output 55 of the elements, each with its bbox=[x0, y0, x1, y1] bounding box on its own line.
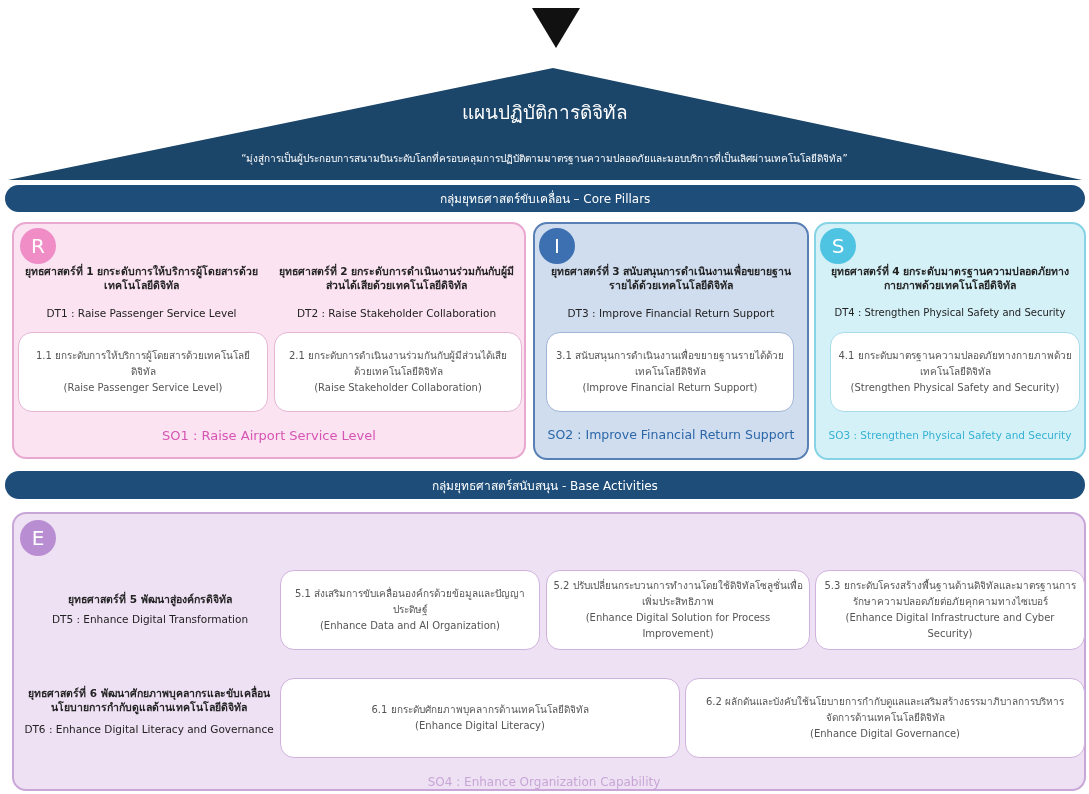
objective-english: (Raise Passenger Service Level) bbox=[63, 381, 223, 395]
strategy-heading: ยุทธศาสตร์ที่ 4 ยกระดับมาตรฐานความปลอดภัยทางกายภาพด้วยเทคโนโลยีดิจิทัล bbox=[829, 264, 1071, 293]
objective-english: (Raise Stakeholder Collaboration) bbox=[314, 381, 482, 395]
objective-english: (Strengthen Physical Safety and Security) bbox=[850, 381, 1060, 395]
dt-label: DT2 : Raise Stakeholder Collaboration bbox=[295, 306, 498, 321]
objective-english: (Enhance Digital Infrastructure and Cyber Security) bbox=[844, 611, 1056, 641]
dt-label: DT1 : Raise Passenger Service Level bbox=[45, 306, 238, 321]
strategy-heading: ยุทธศาสตร์ที่ 3 สนับสนุนการดำเนินงานเพื่อขยายฐานรายได้ด้วยเทคโนโลยีดิจิทัล bbox=[549, 264, 793, 293]
objective-card bbox=[280, 570, 540, 650]
objective-english: (Improve Financial Return Support) bbox=[582, 381, 758, 395]
objective-text: 2.1 ยกระดับการดำเนินงานร่วมกันกับผู้มีส่วนได้เสียด้วยเทคโนโลยีดิจิทัล bbox=[287, 349, 509, 379]
letter-badge: S bbox=[820, 228, 856, 264]
title: แผนปฏิบัติการดิจิทัล bbox=[461, 100, 629, 125]
objective-card bbox=[830, 332, 1080, 412]
quote-text: “มุ่งสู่การเป็นผู้ประกอบการสนามบินระดับโลกที่ครอบคลุมการปฏิบัติตามมาตรฐานความปลอดภัยและมอบบริการที่เป็นเลิศผ่านเทคโนโลยีดิจิทัล” bbox=[240, 152, 849, 166]
objective-text: 1.1 ยกระดับการให้บริการผู้โดยสารด้วยเทคโนโลยีดิจิทัล bbox=[34, 349, 252, 379]
strategy-panel bbox=[814, 222, 1086, 460]
section-band: กลุ่มยุทธศาสตร์สนับสนุน - Base Activities bbox=[5, 471, 1085, 499]
objective-english: (Enhance Digital Solution for Process Improvement) bbox=[584, 611, 772, 641]
objective-card bbox=[815, 570, 1085, 650]
so-label: SO2 : Improve Financial Return Support bbox=[546, 427, 796, 444]
dt-label: DT5 : Enhance Digital Transformation bbox=[50, 612, 250, 627]
dt-label: DT3 : Improve Financial Return Support bbox=[566, 306, 776, 321]
objective-card bbox=[18, 332, 268, 412]
objective-card bbox=[546, 332, 794, 412]
objective-card bbox=[280, 678, 680, 758]
strategy-heading: ยุทธศาสตร์ที่ 1 ยกระดับการให้บริการผู้โดยสารด้วยเทคโนโลยีดิจิทัล bbox=[23, 264, 260, 293]
objective-text: 5.3 ยกระดับโครงสร้างพื้นฐานด้านดิจิทัลและมาตรฐานการรักษาความปลอดภัยต่อภัยคุกคามทางไซเบอร์ bbox=[823, 578, 1077, 610]
letter-badge: E bbox=[20, 520, 56, 556]
letter-badge: R bbox=[20, 228, 56, 264]
objective-english: (Enhance Digital Governance) bbox=[810, 727, 960, 741]
strategy-heading: ยุทธศาสตร์ที่ 2 ยกระดับการดำเนินงานร่วมกันกับผู้มีส่วนได้เสียด้วยเทคโนโลยีดิจิทัล bbox=[277, 264, 516, 293]
strategy-panel bbox=[533, 222, 809, 460]
objective-text: 3.1 สนับสนุนการดำเนินงานเพื่อขยายฐานรายได้ด้วยเทคโนโลยีดิจิทัล bbox=[554, 348, 786, 379]
objective-text: 6.1 ยกระดับศักยภาพบุคลากรด้านเทคโนโลยีดิจิทัล bbox=[371, 703, 589, 718]
objective-english: (Enhance Digital Literacy) bbox=[415, 719, 545, 733]
so-label: SO3 : Strengthen Physical Safety and Security bbox=[827, 428, 1073, 443]
objective-card bbox=[274, 332, 522, 412]
dt-label: DT4 : Strengthen Physical Safety and Security bbox=[833, 306, 1067, 320]
so-label: SO1 : Raise Airport Service Level bbox=[161, 427, 377, 445]
objective-english: (Enhance Data and AI Organization) bbox=[319, 619, 500, 633]
strategy-heading: ยุทธศาสตร์ที่ 5 พัฒนาสู่องค์กรดิจิทัล bbox=[67, 592, 233, 607]
objective-text: 5.2 ปรับเปลี่ยนกระบวนการทำงานโดยใช้ดิจิทัลโซลูชั่นเพื่อเพิ่มประสิทธิภาพ bbox=[553, 578, 803, 609]
strategy-panel bbox=[12, 222, 526, 459]
strategy-heading: ยุทธศาสตร์ที่ 6 พัฒนาศักยภาพบุคลากรและขับเคลื่อนนโยบายการกำกับดูแลด้านเทคโนโลยีดิจิทัล bbox=[27, 686, 271, 715]
dt-label: DT6 : Enhance Digital Literacy and Governance bbox=[23, 722, 275, 737]
section-band: กลุ่มยุทธศาสตร์ขับเคลื่อน – Core Pillars bbox=[5, 185, 1085, 212]
strategy-panel bbox=[12, 512, 1086, 791]
so-label: SO4 : Enhance Organization Capability bbox=[426, 774, 662, 791]
objective-card bbox=[685, 678, 1085, 758]
objective-text: 6.2 ผลักดันและบังคับใช้นโยบายการกำกับดูแลและเสริมสร้างธรรมาภิบาลการบริหารจัดการด้านเทคโนโลยีดิจิทัล bbox=[704, 695, 1066, 725]
objective-text: 5.1 ส่งเสริมการขับเคลื่อนองค์กรด้วยข้อมูลและปัญญาประดิษฐ์ bbox=[293, 586, 527, 618]
objective-card bbox=[546, 570, 810, 650]
letter-badge: I bbox=[539, 228, 575, 264]
objective-text: 4.1 ยกระดับมาตรฐานความปลอดภัยทางกายภาพด้วยเทคโนโลยีดิจิทัล bbox=[837, 349, 1073, 379]
